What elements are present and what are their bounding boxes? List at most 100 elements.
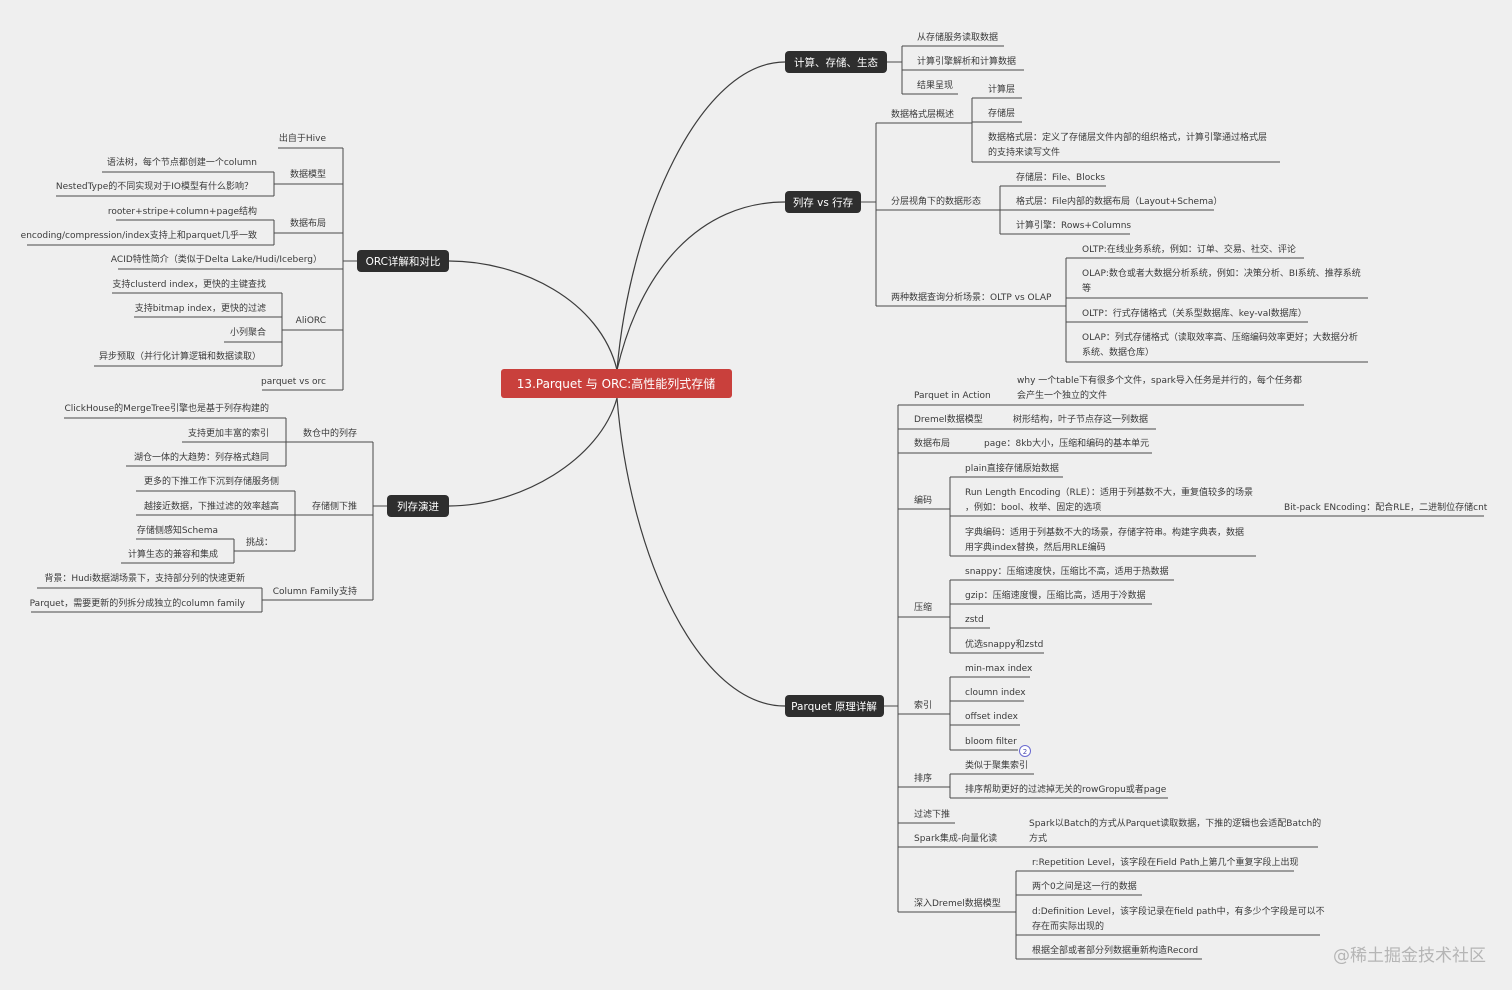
node-o2: 数据模型 [290, 168, 326, 180]
watermark: @稀土掘金技术社区 [1333, 946, 1486, 966]
node-p9: Spark集成-向量化读 [914, 832, 997, 844]
node-p3-child: page：8kb大小，压缩和编码的基本单元 [984, 437, 1149, 449]
node-p4a: plain直接存储原始数据 [965, 462, 1059, 474]
node-o5: AliORC [296, 316, 326, 326]
node-n15: OLTP：行式存储格式（关系型数据库、key-val数据库） [1082, 307, 1307, 319]
node-p4: 编码 [914, 494, 932, 506]
node-e2a: 更多的下推工作下沉到存储服务侧 [144, 475, 279, 487]
collapse-badge-count: 2 [1023, 748, 1027, 756]
branch-evolution[interactable]: 列存演进 [387, 495, 449, 517]
node-n7-line2: 的支持来读写文件 [988, 146, 1060, 158]
node-p7: 排序 [914, 772, 932, 784]
node-n4: 数据格式层概述 [891, 108, 954, 120]
node-o6: parquet vs orc [261, 377, 326, 387]
node-p6c: offset index [965, 712, 1019, 722]
node-n13: OLTP:在线业务系统，例如：订单、交易、社交、评论 [1082, 243, 1296, 255]
node-n8: 分层视角下的数据形态 [891, 195, 981, 207]
node-p6d: bloom filter [965, 737, 1017, 747]
branch-parquet[interactable]: Parquet 原理详解 [785, 695, 884, 717]
node-p6a: min-max index [965, 664, 1033, 674]
node-p4c-line1: 字典编码：适用于列基数不大的场景，存储字符串。构建字典表，数据 [965, 526, 1244, 538]
node-p4b-child: Bit-pack ENcoding：配合RLE，二进制位存储cnt [1284, 501, 1488, 513]
branch-evolution-label: 列存演进 [397, 500, 439, 513]
root-connectors [448, 61, 786, 707]
node-n6: 存储层 [988, 107, 1015, 119]
node-n16-line2: 系统、数据仓库） [1082, 346, 1154, 358]
branch-orc[interactable]: ORC详解和对比 [357, 250, 449, 272]
node-o3a: rooter+stripe+column+page结构 [108, 205, 257, 217]
node-p6b: cloumn index [965, 688, 1026, 698]
node-p5b: gzip：压缩速度慢，压缩比高，适用于冷数据 [965, 589, 1146, 601]
node-e3b: Parquet，需要更新的列拆分成独立的column family [30, 597, 246, 609]
node-p10a: r:Repetition Level，该字段在Field Path上第几个重复字… [1032, 856, 1299, 868]
root-topic[interactable]: 13.Parquet 与 ORC:高性能列式存储 [501, 369, 732, 398]
node-o5b: 支持bitmap index，更快的过滤 [135, 302, 266, 314]
node-n12: 两种数据查询分析场景：OLTP vs OLAP [891, 291, 1052, 303]
node-e1: 数仓中的列存 [303, 427, 357, 439]
node-p9-child-line2: 方式 [1029, 832, 1047, 844]
node-p7b: 排序帮助更好的过滤掉无关的rowGropu或者page [965, 783, 1167, 795]
node-n14-line1: OLAP:数仓或者大数据分析系统，例如：决策分析、BI系统、推荐系统 [1082, 267, 1361, 279]
branch-col-vs-row[interactable]: 列存 vs 行存 [785, 191, 861, 213]
node-e2ca: 存储侧感知Schema [137, 524, 218, 536]
node-p7a: 类似于聚集索引 [965, 759, 1028, 771]
node-o3b: encoding/compression/index支持上和parquet几乎一… [21, 229, 257, 241]
node-o2a: 语法树，每个节点都创建一个column [107, 156, 257, 168]
node-p10b: 两个0之间是这一行的数据 [1032, 880, 1137, 892]
node-p6: 索引 [914, 699, 932, 711]
node-o2b: NestedType的不同实现对于IO模型有什么影响？ [56, 180, 253, 192]
node-o5c: 小列聚合 [230, 326, 266, 338]
node-p5c: zstd [965, 615, 984, 625]
branch-col-vs-row-label: 列存 vs 行存 [793, 196, 854, 209]
node-n2: 计算引擎解析和计算数据 [917, 55, 1016, 67]
node-p10c-line1: d:Definition Level，该字段记录在field path中，有多少… [1032, 905, 1325, 917]
node-p2: Dremel数据模型 [914, 413, 983, 425]
node-p10: 深入Dremel数据模型 [914, 897, 1001, 909]
node-e1a: ClickHouse的MergeTree引擎也是基于列存构建的 [65, 402, 270, 414]
node-p5a: snappy：压缩速度快，压缩比不高，适用于热数据 [965, 565, 1169, 577]
node-e2: 存储侧下推 [312, 500, 357, 512]
node-e1b: 支持更加丰富的索引 [188, 427, 269, 439]
node-n5: 计算层 [988, 83, 1015, 95]
node-n10: 格式层：File内部的数据布局（Layout+Schema） [1016, 195, 1222, 207]
node-p9-child-line1: Spark以Batch的方式从Parquet读取数据，下推的逻辑也会适配Batc… [1029, 817, 1321, 829]
node-p10d: 根据全部或者部分列数据重新构造Record [1032, 944, 1198, 956]
branch-orc-lines [27, 147, 357, 391]
branch-compute-storage[interactable]: 计算、存储、生态 [785, 51, 887, 73]
node-o3: 数据布局 [290, 217, 326, 229]
node-n1: 从存储服务读取数据 [917, 31, 998, 43]
branch-parquet-label: Parquet 原理详解 [791, 700, 877, 713]
node-p2-child: 树形结构，叶子节点存这一列数据 [1013, 413, 1148, 425]
node-o5d: 异步预取（并行化计算逻辑和数据读取） [99, 350, 261, 362]
branch-col-vs-row-lines [861, 97, 1368, 363]
node-p10c-line2: 存在而实际出现的 [1032, 920, 1104, 932]
node-p1-child-line2: 会产生一个独立的文件 [1017, 389, 1107, 401]
node-e3: Column Family支持 [273, 585, 357, 597]
collapse-badge[interactable]: 2 [1019, 745, 1031, 757]
branch-compute-storage-label: 计算、存储、生态 [794, 56, 878, 69]
node-p5d: 优选snappy和zstd [965, 638, 1043, 650]
node-n7-line1: 数据格式层：定义了存储层文件内部的组织格式，计算引擎通过格式层 [988, 131, 1267, 143]
node-n9: 存储层：File、Blocks [1016, 171, 1105, 183]
branch-evolution-lines [31, 417, 387, 613]
branch-compute-storage-lines [887, 45, 1024, 95]
node-e2b: 越接近数据，下推过滤的效率越高 [144, 500, 279, 512]
node-p1: Parquet in Action [914, 391, 991, 401]
node-n16-line1: OLAP：列式存储格式（读取效率高、压缩编码效率更好；大数据分析 [1082, 331, 1358, 343]
node-p4b-line2: ，例如：bool、枚举、固定的选项 [965, 501, 1101, 513]
branch-parquet-lines [884, 404, 1484, 960]
node-o1: 出自于Hive [279, 132, 327, 144]
node-p1-child-line1: why 一个table下有很多个文件，spark导入任务是并行的，每个任务都 [1017, 374, 1302, 386]
node-p8: 过滤下推 [914, 808, 950, 820]
node-p5: 压缩 [914, 601, 932, 613]
node-e2cb: 计算生态的兼容和集成 [128, 548, 218, 560]
node-n14-line2: 等 [1082, 282, 1091, 294]
node-n11: 计算引擎：Rows+Columns [1016, 219, 1131, 231]
node-e3a: 背景：Hudi数据湖场景下，支持部分列的快速更新 [44, 572, 245, 584]
root-topic-label: 13.Parquet 与 ORC:高性能列式存储 [517, 376, 715, 391]
node-p3: 数据布局 [914, 437, 950, 449]
node-n3: 结果呈现 [917, 79, 953, 91]
node-p4b-line1: Run Length Encoding（RLE）：适用于列基数不大，重复值较多的… [965, 486, 1253, 498]
node-e2c: 挑战： [246, 536, 273, 548]
